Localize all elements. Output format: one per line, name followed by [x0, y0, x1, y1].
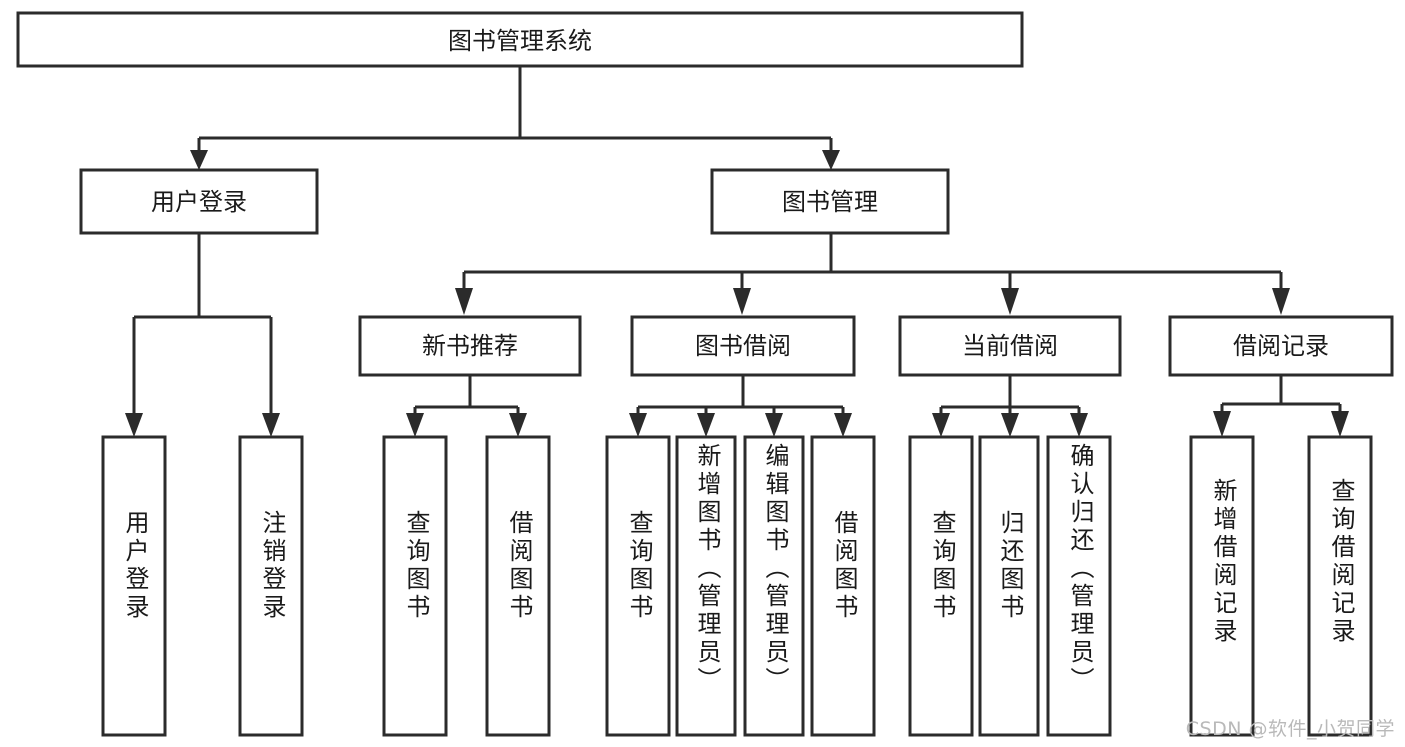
label-borrow-record: 借阅记录 [1233, 332, 1329, 360]
node-box-leaf-edit-book[interactable] [743, 435, 805, 737]
label-user-login: 用户登录 [151, 188, 247, 216]
node-box-leaf-user-logout[interactable] [238, 435, 304, 737]
arrow-head-book-borrow [733, 288, 751, 315]
node-box-leaf-return-book[interactable] [978, 435, 1040, 737]
node-box-leaf-add-record[interactable] [1189, 435, 1255, 737]
label-new-book-recommend: 新书推荐 [422, 332, 518, 360]
arrow-head-leaf-query-book-1 [406, 413, 424, 437]
arrow-head-leaf-query-book-2 [629, 413, 647, 437]
node-box-book-borrow[interactable] [630, 315, 856, 377]
node-box-root[interactable] [16, 11, 1024, 68]
arrow-head-book-manage [822, 150, 840, 170]
node-box-current-borrow[interactable] [898, 315, 1122, 377]
node-box-leaf-add-book[interactable] [675, 435, 737, 737]
horizontal-label-layer: 图书管理系统 用户登录 图书管理 新书推荐 图书借阅 当前借阅 借阅记录 [151, 27, 1329, 360]
node-box-leaf-query-book-2[interactable] [605, 435, 671, 737]
arrow-head-leaf-query-record [1331, 411, 1349, 437]
arrow-head-current-borrow [1001, 288, 1019, 315]
node-box-leaf-query-book-1[interactable] [382, 435, 448, 737]
arrow-head-leaf-confirm-return [1070, 413, 1088, 437]
arrow-head-leaf-edit-book [765, 413, 783, 437]
label-root: 图书管理系统 [448, 27, 592, 55]
node-box-leaf-confirm-return[interactable] [1046, 435, 1112, 737]
arrow-head-leaf-user-login [125, 413, 143, 437]
csdn-watermark: CSDN @软件_小贺同学 [1185, 718, 1395, 740]
arrow-head-borrow-record [1272, 288, 1290, 315]
node-box-leaf-query-record[interactable] [1307, 435, 1373, 737]
arrow-head-leaf-add-book [697, 413, 715, 437]
arrow-head-leaf-user-logout [262, 413, 280, 437]
label-book-manage: 图书管理 [782, 188, 878, 216]
node-box-new-book-recommend[interactable] [358, 315, 582, 377]
node-box-leaf-borrow-book-2[interactable] [810, 435, 876, 737]
node-box-borrow-record[interactable] [1168, 315, 1394, 377]
arrow-head-leaf-return-book [1001, 413, 1019, 437]
label-book-borrow: 图书借阅 [695, 332, 791, 360]
arrow-head-leaf-borrow-book-2 [834, 413, 852, 437]
node-layer [16, 11, 1394, 737]
arrow-head-leaf-query-book-3 [932, 413, 950, 437]
arrow-head-leaf-add-record [1213, 411, 1231, 437]
node-box-user-login[interactable] [79, 168, 319, 235]
node-box-leaf-query-book-3[interactable] [908, 435, 974, 737]
node-box-book-manage[interactable] [710, 168, 950, 235]
label-current-borrow: 当前借阅 [962, 332, 1058, 360]
arrow-head-new-book-recommend [455, 288, 473, 315]
arrow-head-user-login [190, 150, 208, 170]
connector-layer [125, 66, 1349, 437]
node-box-leaf-user-login[interactable] [101, 435, 167, 737]
arrow-head-leaf-borrow-book-1 [509, 413, 527, 437]
node-box-leaf-borrow-book-1[interactable] [485, 435, 551, 737]
